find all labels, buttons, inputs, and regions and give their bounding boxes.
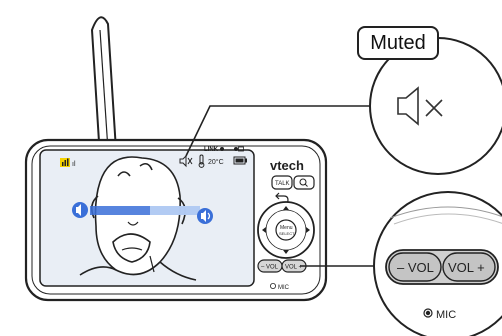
mic-icon-small [269,282,276,289]
talk-button-label: TALK [275,181,290,187]
mini-speaker-muted-icon [179,154,193,168]
battery-icon [233,156,247,165]
link-indicator [220,146,244,152]
signal-icon: ıl [60,158,76,168]
volume-down-speaker-icon [72,202,88,218]
zoom-button[interactable] [293,175,315,190]
vol-plus-button[interactable] [442,252,496,282]
menu-button-label-line2: SELECT [279,231,295,236]
zoom-icon [299,178,308,187]
temperature-readout: 20°C [208,158,224,166]
svg-text:ıl: ıl [72,161,76,168]
mic-icon [423,308,433,318]
mic-label-small: MIC [278,285,290,291]
antenna [90,16,118,160]
vol-minus-button[interactable] [388,252,442,282]
talk-button[interactable] [271,175,293,190]
menu-select-button[interactable] [275,219,297,241]
mic-label: MIC [436,309,456,321]
baby-image [79,156,197,281]
menu-button-label-line1: Menu [280,225,293,231]
vol-plus-label: VOL + [448,260,485,275]
link-label: LINK [204,147,219,153]
volume-bar [90,206,200,215]
volume-up-speaker-icon [197,208,213,224]
vol-plus-label-small: VOL + [285,265,302,271]
thermometer-icon [198,154,205,168]
vol-minus-label: – VOL [397,260,434,275]
muted-callout-label: Muted [357,26,439,60]
speaker-muted-icon [397,86,443,126]
brand-logo: vtech [270,158,304,173]
vol-minus-label-small: – VOL [261,265,279,271]
